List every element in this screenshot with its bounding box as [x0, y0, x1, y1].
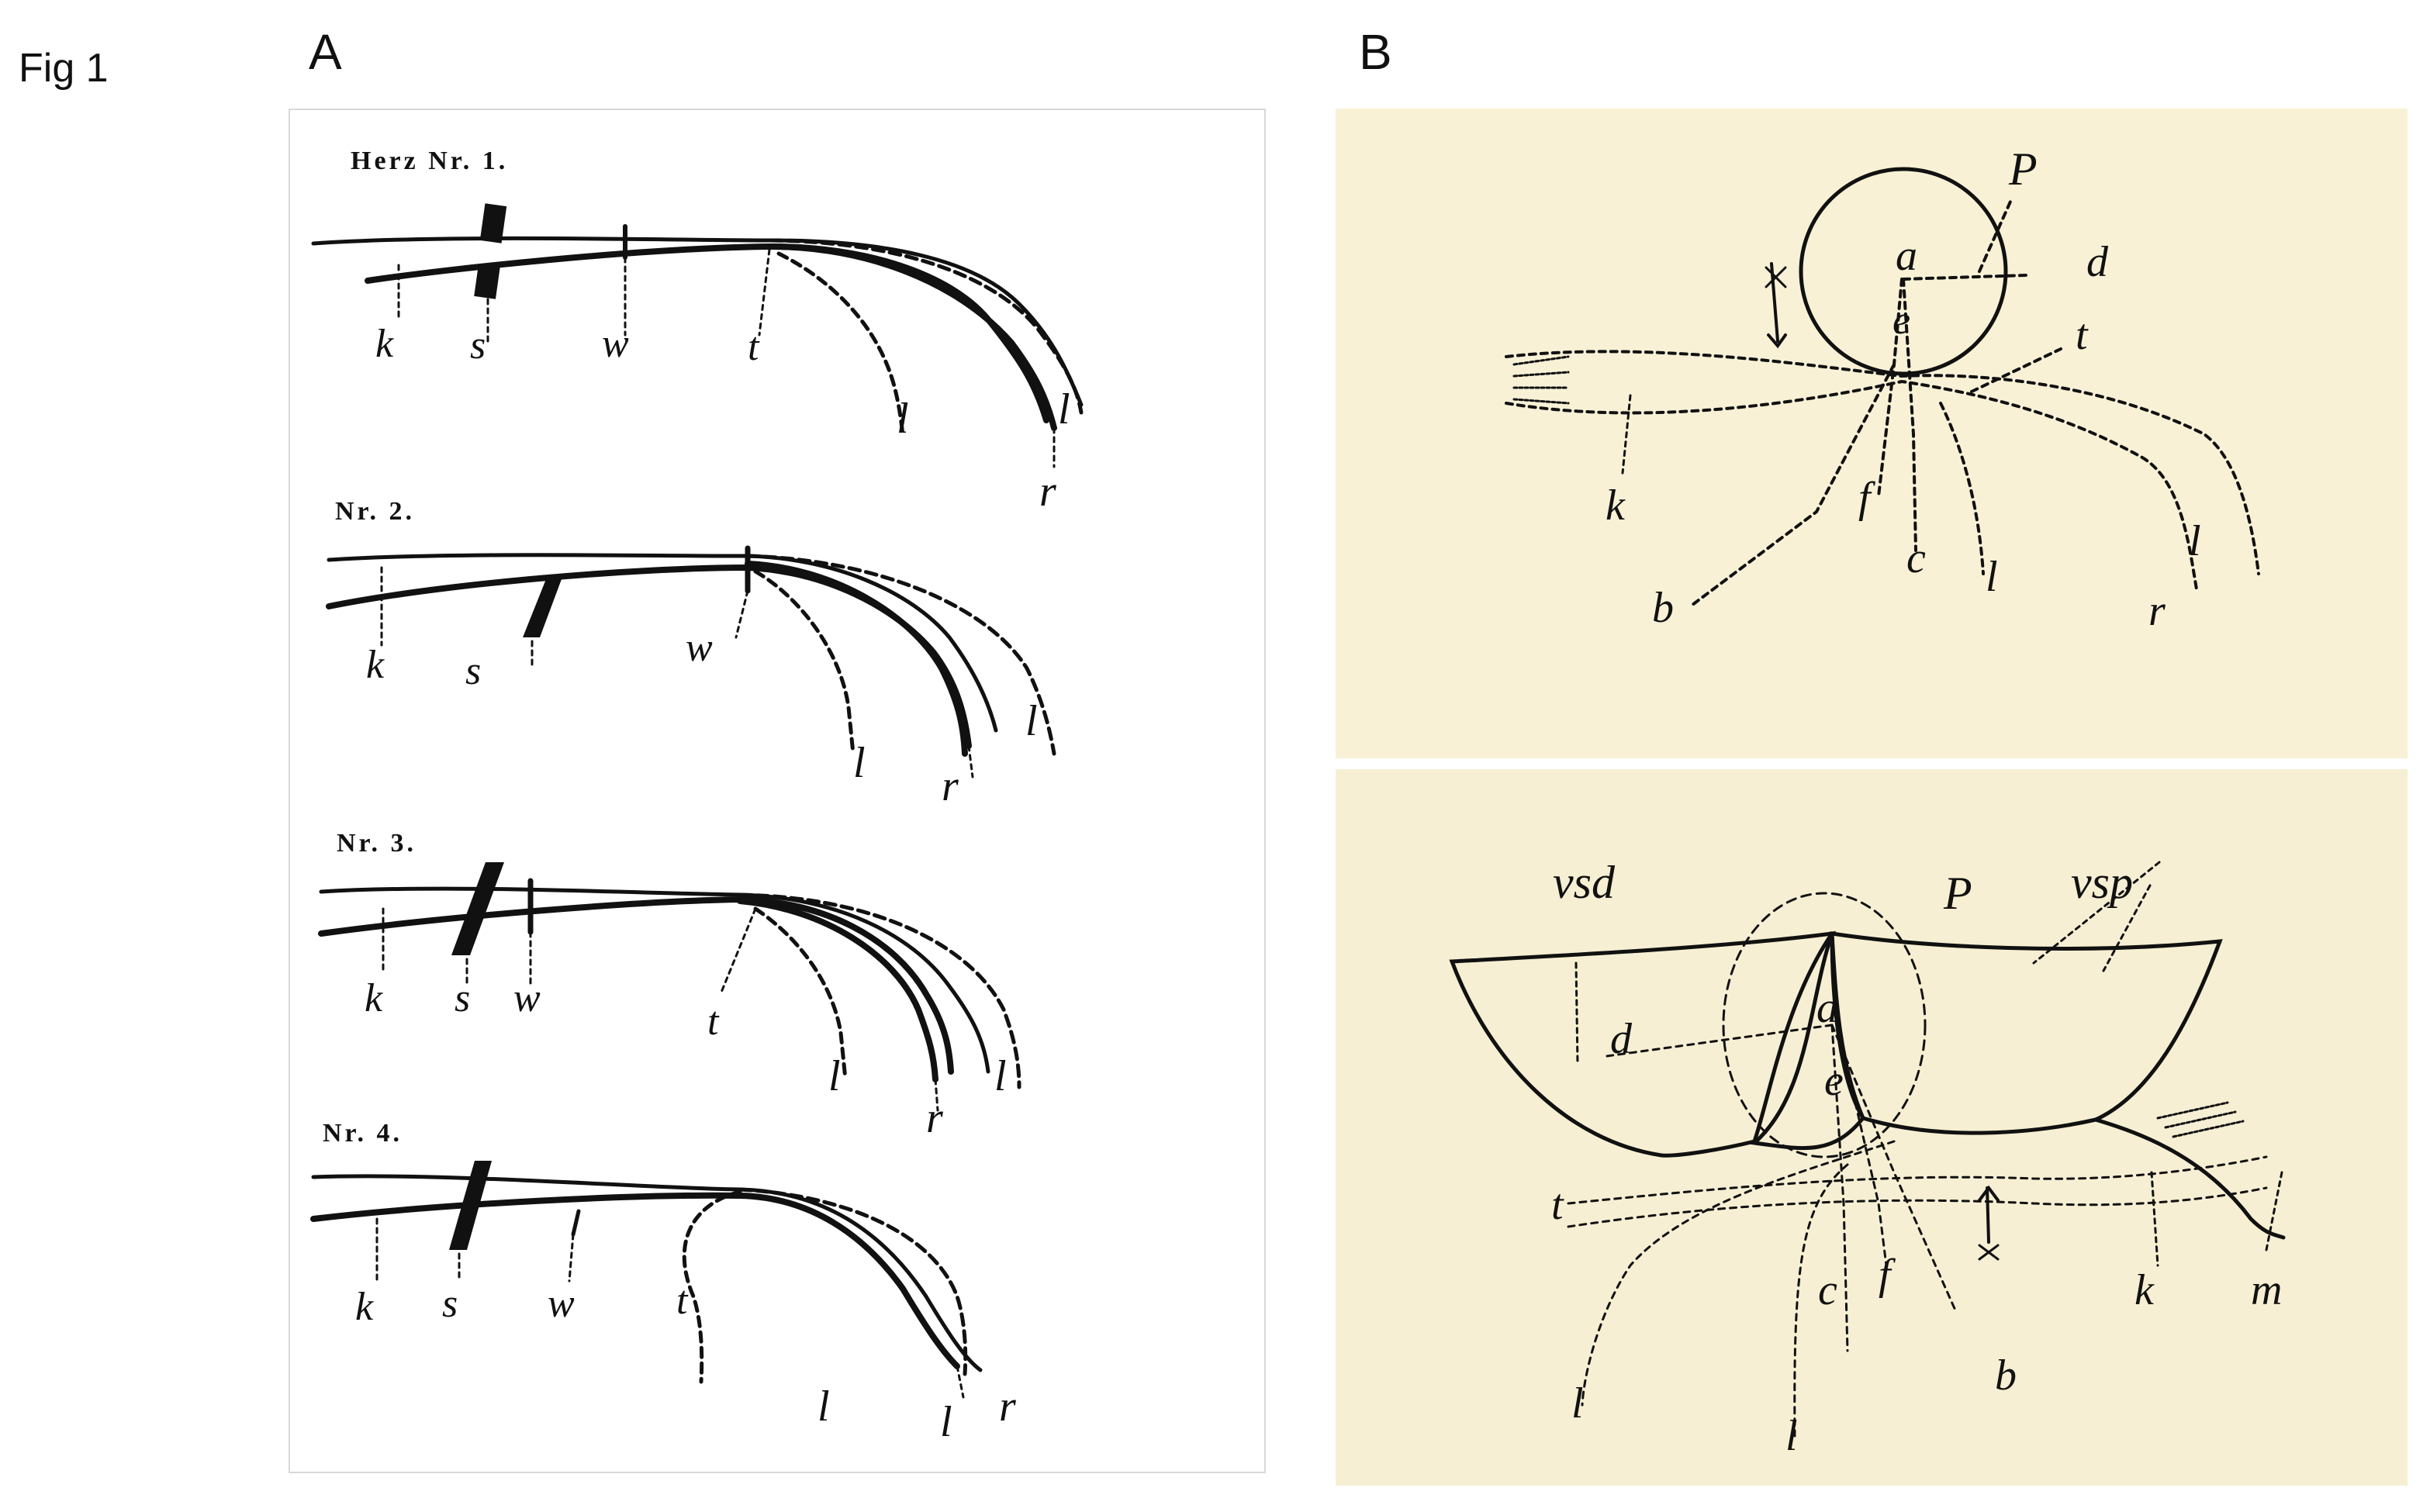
top-label-c: c: [1906, 534, 1926, 582]
heart-4-label-k: k: [355, 1285, 374, 1329]
panel-a-letter: A: [309, 24, 342, 80]
bottom-label-b: b: [1995, 1351, 2017, 1400]
top-label-k: k: [1606, 482, 1626, 530]
top-label-b: b: [1652, 584, 1674, 632]
bottom-label-k: k: [2134, 1266, 2155, 1314]
heart-1-heading: Herz Nr. 1.: [351, 147, 508, 175]
heart-4-diagram: [310, 1161, 983, 1399]
top-label-f: f: [1858, 474, 1876, 522]
bottom-label-vsd: vsd: [1553, 857, 1616, 908]
heart-3-label-w: w: [513, 976, 541, 1020]
panel-b-letter: B: [1359, 24, 1392, 80]
heart-2-diagram: [326, 545, 1056, 778]
top-label-l-inner: l: [1986, 553, 1998, 601]
panel-b-bottom-drawing: vsd vsp P a d e t k m f c b l l: [1449, 857, 2286, 1460]
bottom-label-e: e: [1824, 1057, 1844, 1105]
heart-2-label-k: k: [366, 643, 385, 687]
heart-1-label-l-outer: l: [1058, 385, 1070, 433]
top-label-e: e: [1892, 299, 1910, 343]
heart-2-label-w: w: [686, 626, 713, 670]
panel-a-drawing: Herz Nr. 1. Nr. 2. Nr. 3. Nr. 4. k s w t…: [310, 147, 1084, 1446]
panel-b-top: P a d e t k f c l l b r: [1336, 109, 2408, 758]
top-label-d: d: [2086, 238, 2109, 286]
heart-1-diagram: [311, 203, 1084, 468]
heart-4-label-t: t: [676, 1279, 689, 1323]
heart-2-label-l-outer: l: [1025, 697, 1038, 745]
heart-4-label-l-inner: l: [817, 1383, 830, 1431]
bottom-label-c: c: [1818, 1266, 1837, 1314]
top-label-p: P: [2008, 143, 2038, 195]
bottom-label-f: f: [1879, 1251, 1896, 1299]
valve-circle: [1799, 167, 2008, 376]
top-label-l-outer: l: [2189, 517, 2201, 565]
heart-3-label-t: t: [707, 999, 720, 1044]
heart-3-label-k: k: [365, 976, 383, 1020]
heart-4-heading: Nr. 4.: [323, 1119, 403, 1148]
panel-b-bottom: vsd vsp P a d e t k m f c b l l: [1336, 769, 2408, 1486]
bottom-label-d: d: [1610, 1015, 1633, 1063]
heart-3-label-l-inner: l: [828, 1052, 841, 1100]
heart-3-label-r: r: [926, 1094, 943, 1142]
figure-label: Fig 1: [19, 46, 109, 91]
heart-4-label-r: r: [999, 1383, 1016, 1431]
vsd-cusp: [1449, 930, 1837, 1158]
heart-1-label-t: t: [748, 325, 760, 369]
bottom-label-p: P: [1943, 868, 1972, 919]
bottom-label-l-center: l: [1785, 1412, 1798, 1460]
heart-4-label-l-outer: l: [940, 1398, 952, 1446]
heart-3-heading: Nr. 3.: [337, 829, 417, 858]
top-label-r: r: [2148, 587, 2166, 635]
heart-1-label-l-inner: l: [897, 395, 909, 443]
heart-2-heading: Nr. 2.: [335, 497, 415, 526]
heart-2-label-r: r: [942, 762, 959, 810]
top-label-a: a: [1896, 232, 1917, 280]
heart-3-diagram: [318, 862, 1021, 1112]
heart-1-label-k: k: [375, 322, 394, 366]
heart-3-label-l-outer: l: [994, 1052, 1007, 1100]
heart-1-label-s: s: [470, 323, 486, 368]
bottom-label-l-left: l: [1571, 1379, 1584, 1427]
heart-1-label-w: w: [602, 322, 629, 366]
top-label-t: t: [2076, 311, 2089, 359]
bottom-label-a: a: [1816, 984, 1838, 1032]
heart-1-label-r: r: [1039, 468, 1056, 516]
heart-2-label-l-inner: l: [853, 739, 866, 787]
heart-3-label-s: s: [455, 976, 470, 1020]
panel-a: Herz Nr. 1. Nr. 2. Nr. 3. Nr. 4. k s w t…: [289, 109, 1266, 1473]
anterior-cusp: [1750, 933, 1865, 1151]
bottom-label-vsp: vsp: [2071, 857, 2133, 908]
panel-b-top-drawing: P a d e t k f c l l b r: [1505, 143, 2260, 635]
bottom-label-t: t: [1551, 1181, 1564, 1229]
bottom-label-m: m: [2251, 1266, 2282, 1314]
heart-4-label-s: s: [442, 1282, 458, 1326]
vsp-cusp: [1830, 931, 2223, 1135]
heart-4-label-w: w: [548, 1282, 575, 1326]
heart-2-label-s: s: [465, 649, 481, 693]
